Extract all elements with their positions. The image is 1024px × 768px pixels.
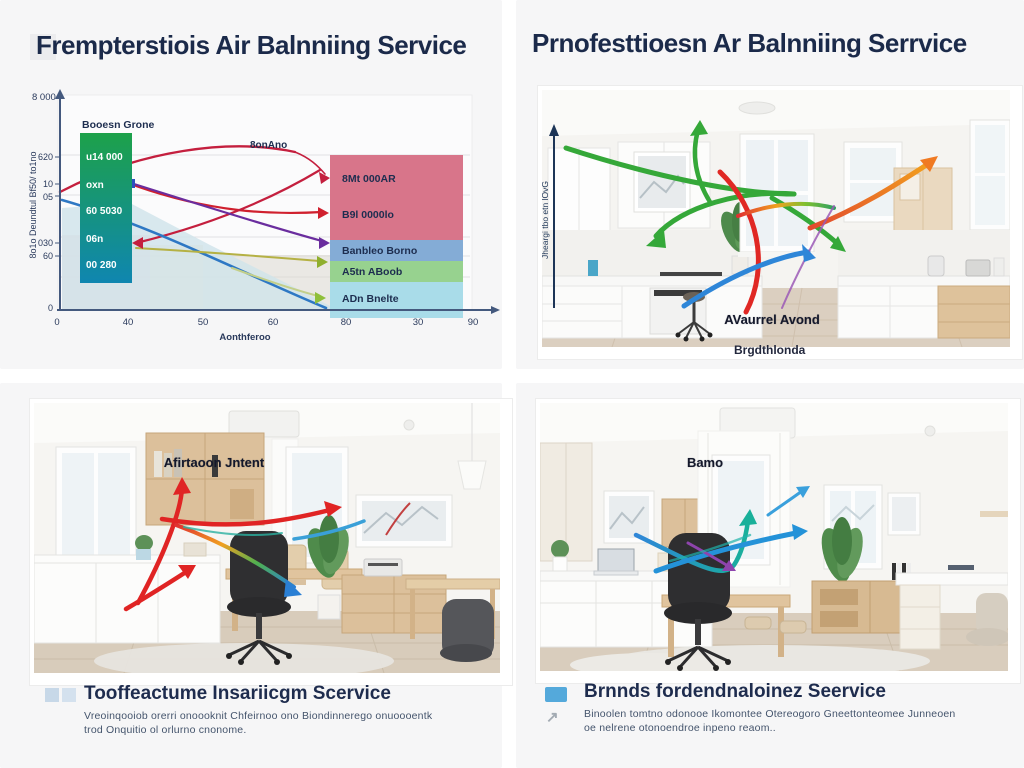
panel-title: Prnofesttioesn Ar Balnniing Serrvice: [532, 28, 967, 58]
footer-body-line: Vreoinqooiob orerri onoooknit Chfeirnoo …: [84, 710, 433, 722]
y-axis-top-label: 8 000: [32, 92, 56, 103]
airflow-chart: 8Mt 000AR B9l 0000lo Banbleo Borno A5tn …: [28, 89, 500, 343]
y-tick-labels: 620 10 05 030 60 0: [38, 152, 53, 313]
photo-label: Afirtaoon Jntent: [163, 455, 265, 470]
photo-axis-label: Jheargi tbo etn lOvG: [542, 181, 550, 259]
counter-plant: [551, 540, 569, 572]
svg-text:0: 0: [54, 317, 59, 328]
office-chair: [226, 531, 292, 665]
svg-text:0: 0: [48, 303, 53, 313]
photo-label: Bamo: [686, 455, 724, 470]
band-label: ADn Bnelte: [342, 293, 399, 305]
footer-square-icon: [45, 688, 59, 702]
footer-square-icon: [545, 687, 567, 702]
photo-caption: Brgdthlonda: [734, 343, 806, 357]
room-scene-blue: [540, 403, 1008, 671]
box-value: 06n: [86, 234, 103, 245]
svg-text:030: 030: [38, 238, 53, 248]
airflow-arrowheads: [722, 486, 810, 571]
box-value: oxn: [86, 180, 104, 191]
airflow-arrowheads: [173, 477, 342, 597]
airflow-arrows: [123, 486, 366, 612]
box-value: u14 000: [86, 152, 123, 163]
panel-room-blue-arrows: Bamo Brnnds fordendnaloinez Seervice ↗ B…: [516, 383, 1024, 768]
footer-heading: Brnnds fordendnaloinez Seervice: [584, 681, 886, 702]
x-axis-label: Aonthferoo: [219, 332, 270, 343]
y-axis-label: 8o1o Deundtul Bf50/ to1no: [28, 151, 38, 258]
svg-text:50: 50: [198, 317, 209, 328]
green-annotation-box: Booesn Grone u14 000 oxn 60 5030 06n 00 …: [80, 119, 155, 283]
airflow-arrows: [563, 127, 931, 315]
box-value: 00 280: [86, 260, 117, 271]
footer-body-line: Binoolen tomtno odonooe Ikomontee Otereo…: [584, 708, 956, 720]
band-label: Banbleo Borno: [342, 245, 417, 257]
title-chip: [30, 34, 56, 60]
svg-text:10: 10: [43, 179, 53, 189]
books: [892, 563, 911, 580]
svg-text:30: 30: [413, 317, 424, 328]
footer-body-line: trod Onquitio ol orlurno cnonome.: [84, 724, 247, 736]
room-photo-blue: Bamo: [536, 399, 1020, 683]
x-tick-labels: 0 40 50 60 80 30 90: [54, 317, 478, 328]
band-label: A5tn ABoob: [342, 266, 402, 278]
airflow-arrowheads: [646, 120, 938, 262]
svg-text:620: 620: [38, 152, 53, 162]
footer-heading: Tooffeactume Insariicgm Scervice: [84, 683, 391, 704]
room-photo-red: Afirtaoon Jntent: [30, 399, 512, 685]
chart-axes: [55, 89, 500, 314]
tall-plant: [307, 515, 349, 620]
footer-square-icon: [62, 688, 76, 702]
legend-bands: 8Mt 000AR B9l 0000lo Banbleo Borno A5tn …: [330, 155, 463, 318]
footer-body-line: oe nelrene otonoendroe inpeno reaom..: [584, 722, 776, 734]
laptop: [593, 548, 639, 576]
svg-text:40: 40: [123, 317, 134, 328]
photo-label: AVaurrel Avond: [724, 312, 820, 327]
box-header: Booesn Grone: [82, 119, 155, 131]
panel-room-red-arrows: Afirtaoon Jntent Tooffeactume Insariicgm…: [0, 383, 512, 768]
svg-text:90: 90: [468, 317, 479, 328]
curve-label: 8onAno: [250, 140, 287, 151]
chart-curves: [58, 145, 328, 310]
svg-text:60: 60: [43, 251, 53, 261]
room-scene-red: [34, 403, 500, 673]
band-label: B9l 0000lo: [342, 209, 394, 221]
kitchen-scene: Jheargi tbo etn lOvG: [542, 90, 1010, 347]
kitchen-photo: Jheargi tbo etn lOvG: [538, 86, 1022, 359]
trend-arrow-icon: ↗: [546, 709, 559, 726]
counter-plant: [135, 535, 153, 560]
panel-chart: Frempterstiois Air Balnniing Service: [0, 0, 502, 369]
vertical-axis-arrow: [549, 124, 559, 308]
box-value: 60 5030: [86, 206, 123, 217]
svg-text:80: 80: [341, 317, 352, 328]
panel-title: Frempterstiois Air Balnniing Service: [36, 30, 467, 60]
band-label: 8Mt 000AR: [342, 173, 396, 185]
svg-text:05: 05: [43, 192, 53, 202]
svg-text:60: 60: [268, 317, 279, 328]
panel-kitchen: Prnofesttioesn Ar Balnniing Serrvice: [516, 0, 1024, 369]
